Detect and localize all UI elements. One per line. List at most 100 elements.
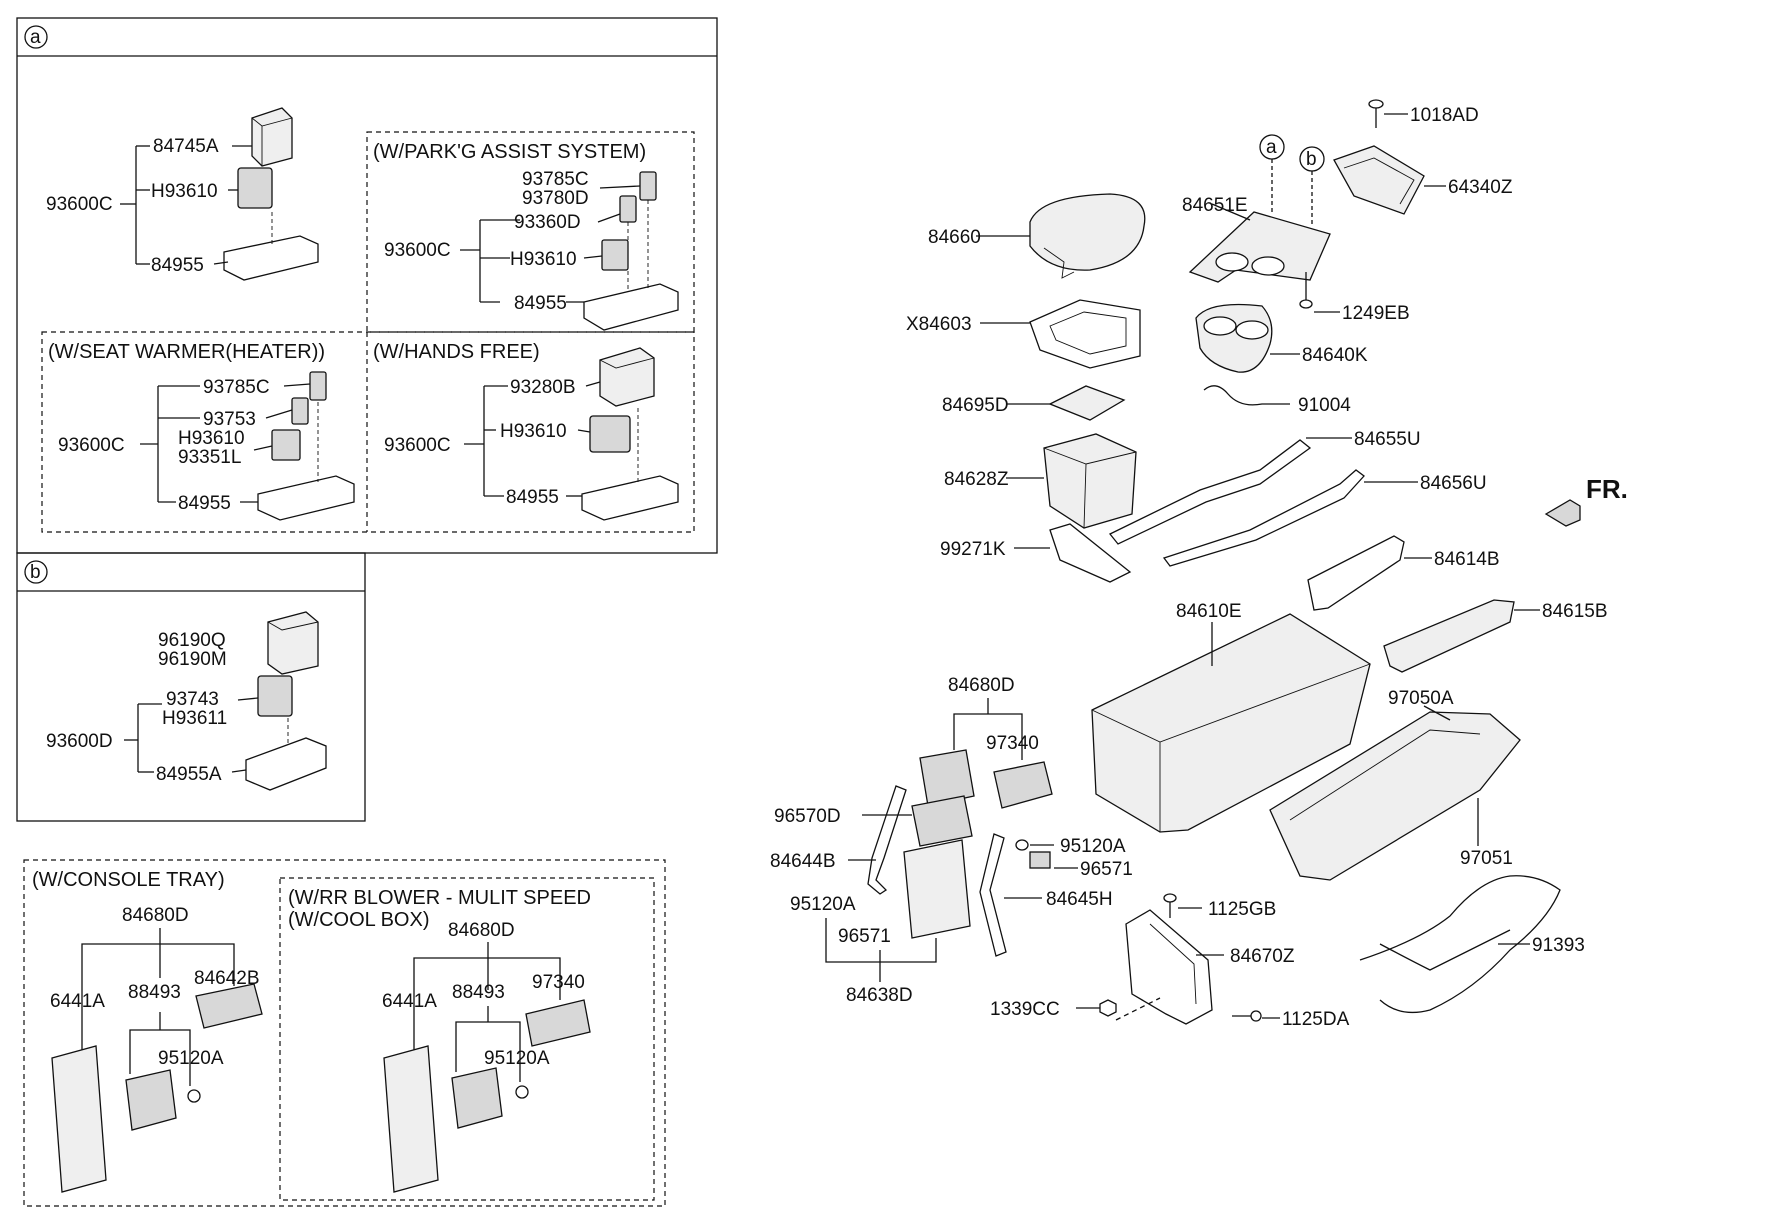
label-93753: 93753 [203, 409, 256, 430]
switch-part [525, 999, 591, 1047]
label-84610E: 84610E [1176, 601, 1242, 622]
label-84680D: 84680D [448, 920, 515, 941]
section-a: a (W/PARK'G ASSIST SYSTEM) (W/SEAT WARME… [16, 17, 718, 554]
label-96190Q: 96190Q [158, 630, 226, 651]
label-97051: 97051 [1460, 848, 1513, 869]
bezel-part [51, 1045, 107, 1193]
control-panel-part [911, 795, 973, 847]
console-body-part [1091, 613, 1371, 833]
label-H93610: H93610 [510, 249, 577, 270]
label-93743: 93743 [166, 689, 219, 710]
label-96571: 96571 [1080, 859, 1133, 880]
section-b: b 96190Q 96190M 93743 93600D H93611 8495… [16, 552, 366, 822]
label-84642B: 84642B [194, 968, 260, 989]
group-rr-blower-1: (W/RR BLOWER - MULIT SPEED [288, 887, 591, 909]
section-a-marker: a [30, 27, 41, 48]
label-84614B: 84614B [1434, 549, 1500, 570]
section-b-marker: b [30, 562, 41, 583]
label-64340Z: 64340Z [1448, 177, 1513, 198]
trim-strip-part [979, 833, 1007, 957]
switch-part [639, 171, 657, 201]
group-seat-warmer: (W/SEAT WARMER(HEATER)) [48, 341, 325, 363]
switch-part [589, 415, 631, 453]
label-84656U: 84656U [1420, 473, 1487, 494]
marker-b: b [1306, 149, 1317, 170]
switch-part [993, 761, 1053, 809]
nut-part [1099, 999, 1117, 1017]
label-95120A: 95120A [158, 1048, 224, 1069]
label-H93611: H93611 [162, 708, 227, 729]
label-96570D: 96570D [774, 806, 841, 827]
switch-part [601, 239, 629, 271]
label-1125DA: 1125DA [1282, 1009, 1350, 1030]
relay-part [251, 107, 293, 167]
mounting-bracket-part [1125, 909, 1213, 1025]
group-rr-blower-2: (W/COOL BOX) [288, 909, 429, 931]
switch-part [309, 371, 327, 401]
label-1125GB: 1125GB [1208, 899, 1276, 920]
label-84955: 84955 [151, 255, 204, 276]
tray-part [1333, 145, 1425, 215]
label-84660: 84660 [928, 227, 981, 248]
label-97340: 97340 [532, 972, 585, 993]
label-95120A: 95120A [1060, 836, 1126, 857]
label-84615B: 84615B [1542, 601, 1608, 622]
label-H93610: H93610 [500, 421, 567, 442]
bezel-part [903, 839, 971, 939]
label-91004: 91004 [1298, 395, 1351, 416]
side-cover-part [1307, 535, 1405, 611]
side-cover-part [1383, 599, 1515, 673]
switch-part [257, 675, 293, 717]
wire-harness-part [1359, 875, 1561, 1014]
label-96190M: 96190M [158, 649, 227, 670]
bezel-part [383, 1045, 439, 1193]
vent-part [451, 1067, 503, 1129]
bezel-part [583, 283, 679, 331]
label-93785C: 93785C [203, 377, 270, 398]
clip-part [1015, 839, 1029, 851]
label-93600C: 93600C [384, 240, 451, 261]
hinge-frame-part [1029, 299, 1141, 369]
bezel-part [257, 475, 355, 521]
side-rail-part [1162, 469, 1365, 567]
front-arrow-icon [1544, 499, 1581, 527]
label-84640K: 84640K [1302, 345, 1368, 366]
vent-part [125, 1069, 177, 1131]
label-84644B: 84644B [770, 851, 836, 872]
trim-strip-part [867, 785, 907, 895]
label-97340: 97340 [986, 733, 1039, 754]
label-84955: 84955 [506, 487, 559, 508]
switch-part [195, 983, 263, 1029]
label-6441A: 6441A [382, 991, 437, 1012]
switch-part [1029, 851, 1051, 869]
label-93280B: 93280B [510, 377, 576, 398]
label-97050A: 97050A [1388, 688, 1454, 709]
label-95120A: 95120A [790, 894, 856, 915]
group-hands-free: (W/HANDS FREE) [373, 341, 540, 363]
label-88493: 88493 [452, 982, 505, 1003]
section-console-tray: (W/CONSOLE TRAY) (W/RR BLOWER - MULIT SP… [23, 859, 666, 1207]
label-6441A: 6441A [50, 991, 105, 1012]
label-84651E: 84651E [1182, 195, 1248, 216]
label-84745A: 84745A [153, 136, 219, 157]
label-93600D: 93600D [46, 731, 113, 752]
clip-part [515, 1085, 529, 1099]
label-X84603: X84603 [906, 314, 972, 335]
label-84680D: 84680D [122, 905, 189, 926]
switch-part [619, 195, 637, 223]
label-93600C: 93600C [384, 435, 451, 456]
switch-part [237, 167, 273, 209]
label-84655U: 84655U [1354, 429, 1421, 450]
marker-a: a [1266, 137, 1277, 158]
switch-part [271, 429, 301, 461]
label-84638D: 84638D [846, 985, 913, 1006]
label-95120A: 95120A [484, 1048, 550, 1069]
group-park-assist: (W/PARK'G ASSIST SYSTEM) [373, 141, 646, 163]
label-99271K: 99271K [940, 539, 1006, 560]
label-84670Z: 84670Z [1230, 946, 1295, 967]
label-84645H: 84645H [1046, 889, 1113, 910]
label-88493: 88493 [128, 982, 181, 1003]
label-91393: 91393 [1532, 935, 1585, 956]
label-84955: 84955 [514, 293, 567, 314]
